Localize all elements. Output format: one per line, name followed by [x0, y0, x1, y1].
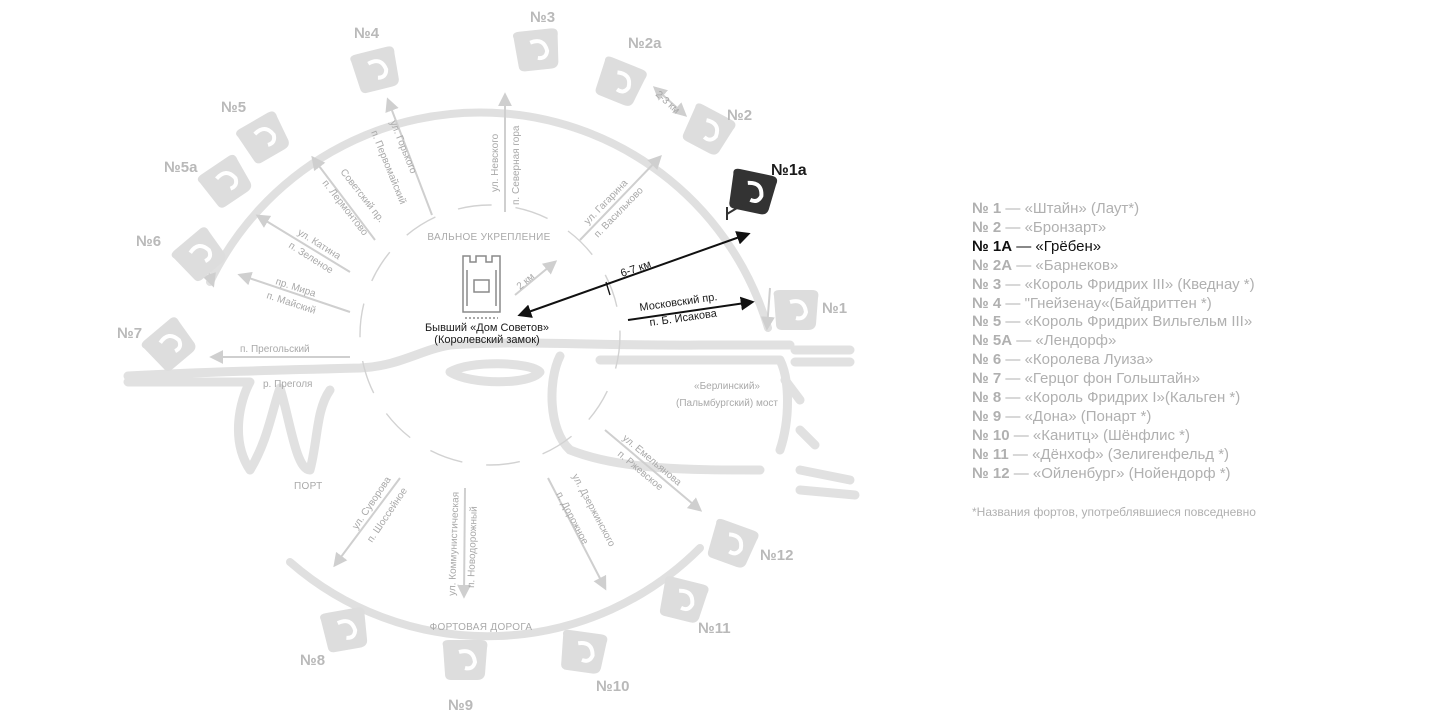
fort-label-n2a: №2a [628, 35, 662, 52]
fort-label-n2: №2 [727, 107, 752, 124]
fort-icon[interactable] [771, 288, 821, 332]
fort-label-n8: №8 [300, 652, 325, 669]
distance-inner: 2 км [515, 271, 537, 292]
bridge-label-2: (Пальмбургский) мост [676, 397, 778, 409]
fort-label-n7: №7 [117, 325, 142, 342]
legend-item-n11[interactable]: № 11 — «Дёнхоф» (Зелигенфельд *) [972, 445, 1230, 463]
river-label: р. Преголя [263, 379, 312, 390]
legend-item-n1[interactable]: № 1 — «Штайн» (Лаут*) [972, 200, 1140, 217]
fort-icon[interactable] [317, 604, 373, 656]
fort-icon[interactable] [510, 25, 564, 75]
inner-ring-label: ВАЛЬНОЕ УКРЕПЛЕНИЕ [427, 232, 550, 243]
legend-item-n12[interactable]: № 12 — «Ойленбург» (Нойендорф *) [972, 464, 1231, 482]
fort-icon[interactable] [702, 515, 762, 573]
street-label: ул. Невского [490, 133, 501, 192]
fort-label-n3: №3 [530, 9, 555, 26]
river [123, 338, 860, 500]
fort-label-n1a: №1a [771, 162, 807, 179]
fort-legend: № 1 — «Штайн» (Лаут*) № 2 — «Бронзарт» №… [972, 200, 1412, 484]
street-label: ул. Коммунистическая [447, 492, 462, 596]
fort-icon[interactable] [440, 638, 490, 682]
legend-item-n3[interactable]: № 3 — «Король Фридрих III» (Кведнау *) [972, 275, 1255, 293]
legend-item-n1a[interactable]: № 1А — «Грёбен» [972, 237, 1102, 255]
street-arrows [202, 86, 775, 599]
fort-icon[interactable] [167, 223, 233, 287]
fort-label-n5a: №5a [164, 159, 198, 176]
legend-item-n2a[interactable]: № 2А — «Барнеков» [972, 256, 1119, 274]
bridge-label-1: «Берлинский» [694, 381, 760, 392]
legend-item-n4[interactable]: № 4 — "Гнейзенау«(Байдриттен *) [972, 294, 1212, 312]
distance-main: 6-7 км [619, 258, 653, 280]
fort-label-n12: №12 [760, 547, 793, 564]
outer-ring-label: ФОРТОВАЯ ДОРОГА [430, 622, 533, 633]
fort-label-n6: №6 [136, 233, 161, 250]
fort-labels: №1 №1a №2 №2a №3 №4 №5 №5a №6 №7 №8 №9 №… [117, 9, 847, 714]
legend-item-n5a[interactable]: № 5А — «Лендорф» [972, 332, 1117, 350]
fort-icon[interactable] [194, 150, 258, 214]
fort-icon[interactable] [137, 313, 203, 377]
legend-item-n9[interactable]: № 9 — «Дона» (Понарт *) [972, 407, 1152, 425]
outer-ring [206, 108, 772, 641]
legend-item-n10[interactable]: № 10 — «Канитц» (Шёнфлис *) [972, 426, 1190, 444]
fort-label-n11: №11 [698, 620, 731, 637]
fort-label-n4: №4 [354, 25, 380, 42]
distance-between: 2-3 км [653, 89, 682, 116]
fort-icon[interactable] [232, 107, 296, 169]
castle-icon [462, 255, 501, 319]
fort-label-n9: №9 [448, 697, 473, 714]
street-label: п. Северная гора [511, 125, 522, 205]
fort-label-n1: №1 [822, 300, 847, 317]
fort-icon[interactable] [589, 53, 651, 111]
fort-label-n5: №5 [221, 99, 246, 116]
distance-arrows [517, 231, 755, 321]
fort-icon[interactable] [347, 43, 405, 97]
fort-label-n10: №10 [596, 678, 629, 695]
fort-icon[interactable] [556, 627, 610, 677]
center-label-1: Бывший «Дом Советов» [425, 322, 549, 334]
inner-ring [359, 204, 621, 466]
port-label: ПОРТ [294, 481, 323, 492]
center-label-2: (Королевский замок) [434, 334, 539, 346]
legend-item-n2[interactable]: № 2 — «Бронзарт» [972, 218, 1107, 236]
street-label: п. Прегольский [240, 344, 310, 355]
fort-map: №1 №1a №2 №2a №3 №4 №5 №5a №6 №7 №8 №9 №… [117, 9, 860, 714]
street-label: п. Новодорожный [466, 506, 480, 588]
legend-item-n6[interactable]: № 6 — «Королева Луиза» [972, 351, 1154, 369]
legend-item-n5[interactable]: № 5 — «Король Фридрих Вильгельм III» [972, 313, 1253, 331]
legend-item-n8[interactable]: № 8 — «Король Фридрих I»(Кальген *) [972, 389, 1241, 407]
footnote: *Названия фортов, употреблявшиеся повсед… [972, 505, 1256, 519]
legend-item-n7[interactable]: № 7 — «Герцог фон Гольштайн» [972, 370, 1201, 388]
